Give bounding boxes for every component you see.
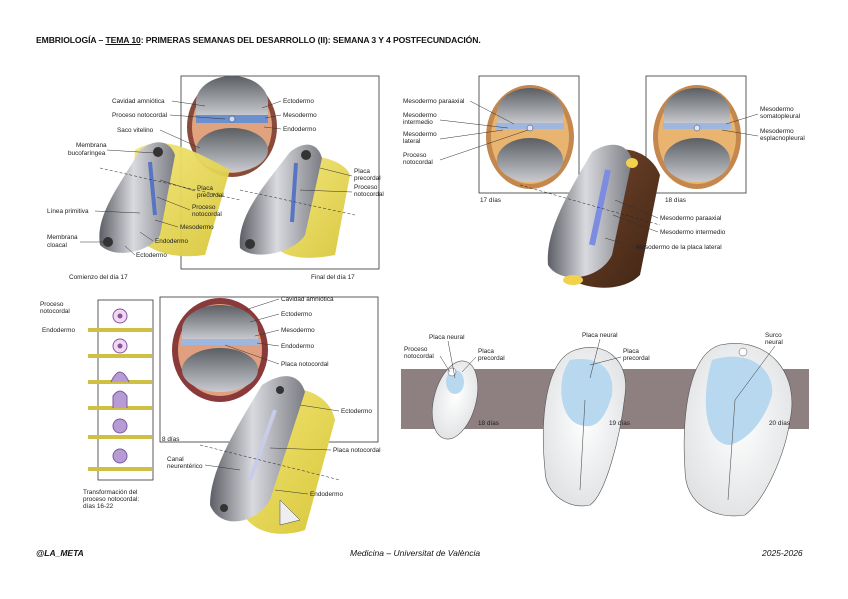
fig1-label: notocordal — [192, 211, 222, 218]
fig2-label: 18 días — [665, 197, 686, 204]
fig4-label: Placa neural — [582, 332, 618, 339]
fig1-label: Ectodermo — [136, 252, 167, 259]
fig4-label: 19 días — [609, 420, 630, 427]
fig1-label: Proceso notocordal — [112, 112, 167, 119]
fig3-label: notocordal — [40, 308, 70, 315]
fig3-label: Ectodermo — [341, 408, 372, 415]
fig2-label: Mesodermo — [760, 106, 794, 113]
fig1-label: precordal — [354, 175, 381, 182]
fig1-label: Placa — [197, 185, 213, 192]
fig3-label: proceso notocordal: — [83, 496, 139, 503]
fig1-label: Cavidad amniótica — [112, 98, 165, 105]
fig3-stages — [88, 308, 152, 471]
fig3-label: 8 días — [162, 436, 179, 443]
fig3-label: Cavidad amniótica — [281, 296, 334, 303]
fig1-label: Endodermo — [283, 126, 316, 133]
fig3-label: Transformación del — [83, 489, 137, 496]
fig1-label: cloacal — [47, 242, 67, 249]
fig2-label: esplacnopleural — [760, 135, 805, 142]
figure-4: Placa neural Proceso notocordal Placa pr… — [401, 332, 809, 517]
fig1-embryo-right — [239, 144, 322, 255]
fig1-label: Proceso — [192, 204, 216, 211]
footer-left: @LA_META — [36, 548, 84, 558]
fig1-embryo-left — [99, 142, 175, 253]
figure-2: Mesodermo paraaxial Mesodermo intermedio… — [403, 75, 805, 288]
fig1-label: Placa — [354, 168, 370, 175]
fig2-label: lateral — [403, 138, 420, 145]
footer-center: Medicina – Universitat de València — [350, 548, 481, 558]
fig2-label: 17 días — [480, 197, 501, 204]
fig1-label: Final del día 17 — [311, 274, 355, 281]
fig3-label: Placa notocordal — [281, 361, 329, 368]
fig1-label: notocordal — [354, 191, 384, 198]
header-prefix: EMBRIOLOGÍA – — [36, 35, 106, 45]
fig3-label: Endodermo — [310, 491, 343, 498]
fig1-label: bucofaríngea — [68, 150, 106, 157]
fig4-label: 20 días — [769, 420, 790, 427]
fig2-label: notocordal — [403, 159, 433, 166]
fig3-frame-left — [97, 299, 154, 481]
fig2-label: Mesodermo — [403, 112, 437, 119]
fig1-label: Endodermo — [155, 238, 188, 245]
fig2-embryo — [547, 144, 632, 278]
fig2-label: Mesodermo paraaxial — [403, 98, 464, 105]
fig3-label: neurentérico — [167, 463, 203, 470]
fig4-label: 18 días — [478, 420, 499, 427]
fig1-label: Mesodermo — [283, 112, 317, 119]
fig2-label: somatopleural — [760, 113, 800, 120]
fig3-label: Mesodermo — [281, 327, 315, 334]
fig1-cross-section — [187, 76, 277, 177]
fig2-label: intermedio — [403, 119, 433, 126]
fig1-label: Membrana — [76, 142, 107, 149]
fig4-label: Placa neural — [429, 334, 465, 341]
fig2-label: Mesodermo paraaxial — [660, 215, 721, 222]
fig3-label: Placa notocordal — [333, 447, 381, 454]
fig2-label: Mesodermo — [403, 131, 437, 138]
header-tema: TEMA 10 — [105, 35, 141, 45]
fig4-label: notocordal — [404, 353, 434, 360]
fig1-label: Comienzo del día 17 — [69, 274, 128, 281]
fig4-label: Surco — [765, 332, 782, 339]
fig1-label: Membrana — [47, 234, 78, 241]
fig1-label: Mesodermo — [180, 224, 214, 231]
fig1-label: Ectodermo — [283, 98, 314, 105]
fig1-label: Saco vitelino — [117, 127, 154, 134]
fig4-label: precordal — [478, 355, 505, 362]
figure-1: Cavidad amniótica Proceso notocordal Sac… — [47, 75, 384, 281]
fig4-label: Placa — [623, 348, 639, 355]
fig3-label: Canal — [167, 456, 184, 463]
fig2-frame-b — [645, 75, 747, 194]
fig3-label: Proceso — [40, 301, 64, 308]
header-rest: : PRIMERAS SEMANAS DEL DESARROLLO (II): … — [140, 35, 481, 45]
fig3-label: días 16-22 — [83, 503, 114, 510]
fig3-embryo — [210, 376, 305, 522]
fig2-label: Proceso — [403, 152, 427, 159]
fig1-label: precordal — [197, 192, 224, 199]
figure-3: Proceso notocordal Endodermo Cavidad amn… — [40, 296, 381, 534]
fig4-label: Placa — [478, 348, 494, 355]
fig3-label: Endodermo — [281, 343, 314, 350]
fig3-label: Endodermo — [42, 327, 75, 334]
footer-right: 2025-2026 — [762, 548, 803, 558]
fig4-label: neural — [765, 339, 783, 346]
fig4-label: precordal — [623, 355, 650, 362]
fig2-frame-a — [478, 75, 580, 194]
fig2-label: Mesodermo intermedio — [660, 229, 726, 236]
page-header: EMBRIOLOGÍA – TEMA 10: PRIMERAS SEMANAS … — [36, 35, 481, 45]
fig3-label: Ectodermo — [281, 311, 312, 318]
fig2-label: Mesodermo — [760, 128, 794, 135]
fig1-label: Línea primitiva — [47, 208, 89, 215]
fig2-label: Mesodermo de la placa lateral — [636, 244, 722, 251]
fig1-label: Proceso — [354, 184, 378, 191]
fig4-label: Proceso — [404, 346, 428, 353]
